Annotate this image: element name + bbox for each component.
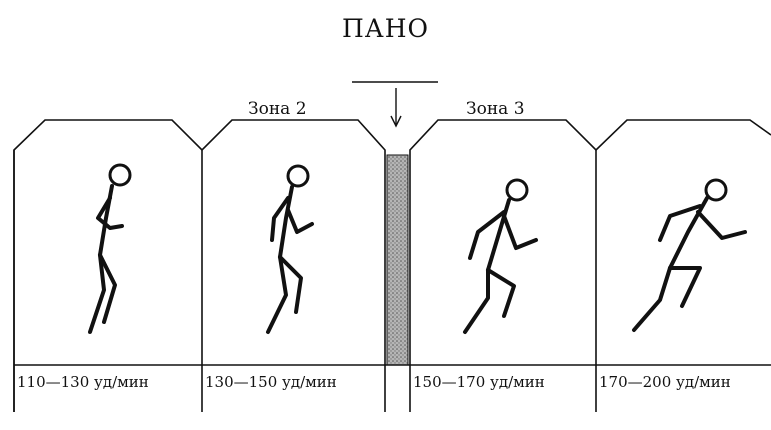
running-figure-icon [463,178,538,334]
jogging-figure-icon [266,164,314,334]
rate-label-zone-2: 130—150 уд/мин [205,373,337,391]
rate-label-zone-3: 150—170 уд/мин [413,373,545,391]
rate-label-zone-1: 110—130 уд/мин [17,373,149,391]
sprinting-figure-icon [632,178,747,332]
rate-label-zone-4: 170—200 уд/мин [599,373,731,391]
zone-3-label: Зона 3 [464,99,527,119]
panel-roof-outline [13,119,386,412]
arrow-down-icon [390,88,402,128]
zone-2-label: Зона 2 [246,99,309,119]
diagram-title: ПАНО [341,14,430,43]
stippled-divider [386,154,409,366]
walking-figure-icon [88,163,132,334]
panel-roof-outline-right [409,119,771,155]
